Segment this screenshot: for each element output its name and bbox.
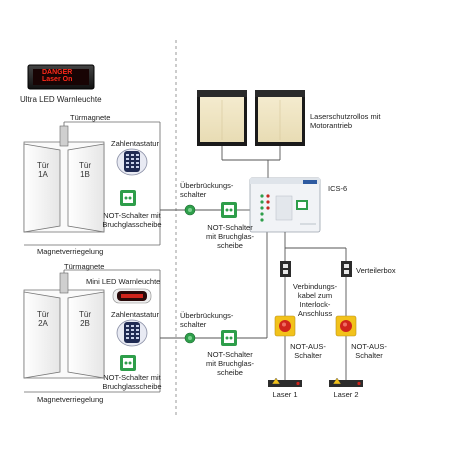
door-magnets-label-2: Türmagnete: [64, 262, 105, 271]
bypass-switch-label-2: Überbrückungs-schalter: [180, 311, 234, 329]
door-1b-line1: Tür: [79, 161, 91, 170]
led-display-line2: Laser On: [42, 76, 73, 83]
distribution-box-1: [280, 261, 291, 277]
door-1b-line2: 1B: [80, 170, 90, 179]
emergency-stop-label-1: NOT-AUS-Schalter: [290, 342, 326, 360]
door-2a-line1: Tür: [37, 310, 49, 319]
mini-led-warning-light: [112, 288, 152, 304]
door-2a-line2: 2A: [38, 319, 48, 328]
ics-6-controller: [249, 177, 321, 233]
keypad-label-2: Zahlentastatur: [111, 310, 159, 319]
led-display-line1: DANGER: [42, 69, 73, 76]
emergency-stop-1: [274, 315, 296, 337]
door-pair-2: [23, 289, 105, 379]
laser-device-1: [268, 377, 302, 387]
shutters-label: Laserschutzrollos mit Motorantrieb: [310, 112, 381, 130]
not-switch-label-1: NOT-Schalter mit Bruchglas-scheibe: [206, 223, 254, 250]
door-2b-line2: 2B: [80, 319, 90, 328]
distribution-box-2: [341, 261, 352, 277]
keypad-1: [116, 148, 148, 176]
laser-shutter-2: [255, 90, 305, 146]
magnetic-lock-label-1: Magnetverriegelung: [37, 247, 104, 256]
interlock-cable-label: Verbindungs-kabel zum Interlock-Anschlus…: [292, 282, 338, 318]
door-magnet-2: [59, 272, 69, 294]
door-pair-1: [23, 141, 105, 233]
break-glass-switch-2: [120, 355, 136, 371]
emergency-switch-label-1: NOT-Schalter mit Bruchglasscheibe: [102, 211, 162, 229]
emergency-switch-label-2: NOT-Schalter mit Bruchglasscheibe: [102, 373, 162, 391]
ics-6-label: ICS-6: [328, 184, 348, 193]
door-1a-line1: Tür: [37, 161, 49, 170]
laser-1-label: Laser 1: [272, 390, 298, 399]
break-glass-switch-1: [120, 190, 136, 206]
emergency-stop-label-2: NOT-AUS-Schalter: [351, 342, 387, 360]
door-1a-line2: 1A: [38, 170, 48, 179]
door-magnets-label-1: Türmagnete: [70, 113, 111, 122]
laser-device-2: [329, 377, 363, 387]
keypad-2: [116, 319, 148, 347]
laser-shutter-1: [197, 90, 247, 146]
door-2b-line1: Tür: [79, 310, 91, 319]
magnetic-lock-label-2: Magnetverriegelung: [37, 395, 104, 404]
door-magnet-1: [59, 125, 69, 147]
emergency-stop-2: [335, 315, 357, 337]
bypass-switch-label-1: Überbrückungs-schalter: [180, 181, 234, 199]
mini-led-label: Mini LED Warnleuchte: [86, 277, 161, 286]
laser-2-label: Laser 2: [333, 390, 359, 399]
distribution-box-label: Verteilerbox: [356, 266, 396, 275]
not-switch-1: [221, 202, 237, 218]
keypad-label-1: Zahlentastatur: [111, 139, 159, 148]
ultra-led-caption: Ultra LED Warnleuchte: [20, 95, 102, 104]
not-switch-2: [221, 330, 237, 346]
ultra-led-warning-light: [27, 64, 95, 90]
not-switch-label-2: NOT-Schalter mit Bruchglas-scheibe: [206, 350, 254, 377]
